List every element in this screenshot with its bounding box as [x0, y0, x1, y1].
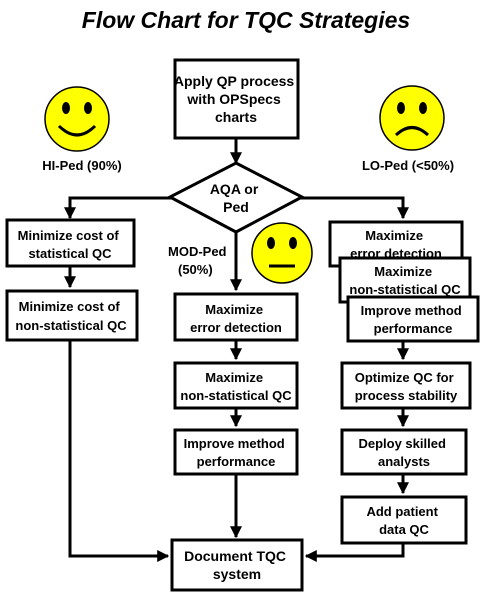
- node-lo-optimize: Optimize QC for process stability: [340, 361, 472, 410]
- arrow-lo-to-document: [304, 543, 405, 562]
- lo-ped-label: LO-Ped (<50%): [362, 158, 454, 173]
- node-hi-minimize-nonstat: Minimize cost of non-statistical QC: [5, 289, 139, 342]
- smiley-neutral-icon: [251, 222, 313, 284]
- node-lo-improve: Improve method performance: [346, 295, 480, 343]
- chart-title: Flow Chart for TQC Strategies: [82, 7, 410, 33]
- node-mod-max-nonstat-label: Maximize non-statistical QC: [180, 370, 292, 403]
- connectors: [64, 138, 409, 562]
- hi-ped-label: HI-Ped (90%): [42, 158, 121, 173]
- node-mod-improve-label: Improve method performance: [184, 436, 289, 469]
- node-mod-max-error-label: Maximize error detection: [190, 302, 282, 335]
- node-lo-improve-label: Improve method performance: [361, 303, 466, 336]
- node-hi-minimize-nonstat-label: Minimize cost of non-statistical QC: [15, 299, 127, 333]
- node-lo-max-nonstat: Maximize non-statistical QC: [338, 256, 472, 304]
- smiley-happy-icon: [44, 86, 110, 152]
- node-mod-improve: Improve method performance: [173, 428, 299, 476]
- node-document-label: Document TQC system: [184, 548, 290, 582]
- node-lo-max-nonstat-label: Maximize non-statistical QC: [349, 264, 461, 297]
- arrow-decision-to-hi: [64, 196, 172, 220]
- node-mod-max-nonstat: Maximize non-statistical QC: [173, 361, 299, 410]
- node-decision-label: AQA or Ped: [210, 181, 262, 215]
- node-mod-max-error: Maximize error detection: [173, 292, 299, 342]
- node-hi-minimize-stat-label: Minimize cost of statistical QC: [18, 228, 123, 261]
- node-hi-minimize-stat: Minimize cost of statistical QC: [5, 218, 136, 268]
- smiley-sad-icon: [379, 85, 445, 151]
- node-decision: AQA or Ped: [166, 161, 306, 234]
- arrow-hi-to-document: [68, 340, 170, 562]
- arrow-decision-to-lo: [300, 196, 409, 220]
- node-lo-deploy: Deploy skilled analysts: [340, 428, 468, 476]
- node-lo-patient-label: Add patient data QC: [366, 504, 441, 537]
- node-lo-optimize-label: Optimize QC for process stability: [355, 370, 458, 403]
- node-apply-qp: Apply QP process with OPSpecs charts: [173, 58, 300, 140]
- node-document: Document TQC system: [170, 538, 304, 592]
- node-lo-patient: Add patient data QC: [340, 495, 468, 545]
- node-apply-qp-label: Apply QP process with OPSpecs charts: [174, 73, 298, 125]
- mod-ped-label: MOD-Ped (50%): [168, 244, 230, 277]
- node-lo-deploy-label: Deploy skilled analysts: [358, 436, 449, 469]
